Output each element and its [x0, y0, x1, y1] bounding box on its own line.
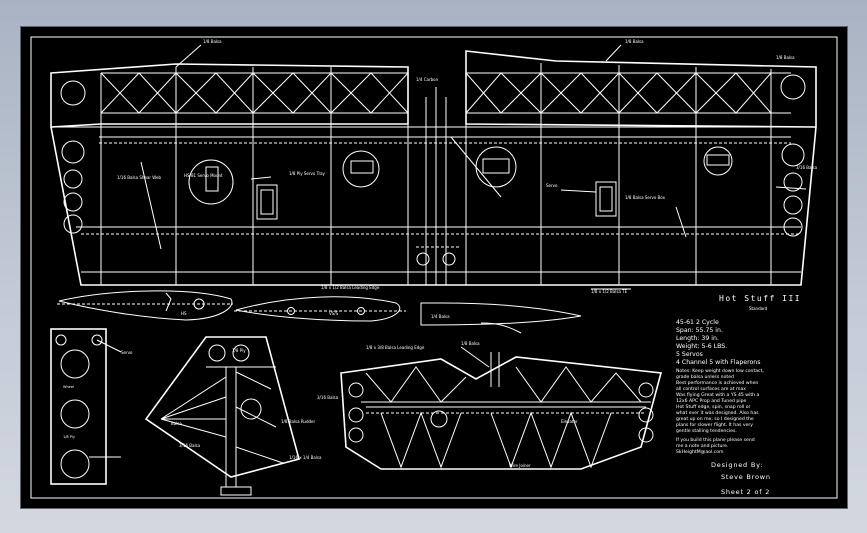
title-block: Hot Stuff III Standard 45-61 2 Cycle Spa…: [676, 294, 801, 496]
callout-servo-bay-right: 1/8 Balsa Servo Box: [625, 195, 666, 200]
callout-tip-right-lower: 3/16 Balsa: [796, 165, 818, 170]
plate-label: Servo: [121, 350, 133, 355]
callout-wing-right-rib: 1/8 Balsa: [625, 39, 644, 44]
designed-by-label: Designed By:: [711, 461, 763, 469]
airfoil-sections: HS VS/S 1/4 Balsa: [57, 290, 582, 334]
note-line: all control surfaces are at max: [676, 386, 746, 392]
note-line: grade balsa unless noted: [676, 374, 734, 380]
servo-detail-left: [188, 159, 234, 205]
fin-top-label: Balsa: [171, 421, 182, 426]
fin-core-label: 3/16 Balsa: [179, 443, 201, 448]
plan-subtitle: Standard: [749, 306, 768, 311]
callout-servo-left: HS-81 Servo Mount: [184, 173, 223, 178]
callout-tip-right: 1/8 Balsa: [776, 55, 795, 60]
wing-plan-view: [50, 44, 817, 290]
wing-callouts: 1/8 Balsa 1/8 Balsa 1/4 Carbon 1/8 Balsa…: [117, 39, 818, 294]
airfoil-a-label: HS: [181, 311, 187, 316]
sheet-border: [30, 36, 838, 499]
note-line: Notes: Keep weight down low contact,: [676, 368, 764, 374]
sheet-number: Sheet 2 of 2: [721, 488, 770, 496]
airfoil-b-label: VS/S: [329, 311, 339, 316]
plate-b-label: 1/8 Ply: [63, 435, 75, 439]
stabilizer-plan-view: 1/8 x 3/8 Balsa Leading Edge 3/16 Balsa …: [317, 341, 663, 470]
callout-wing-te: 1/8 x 1/2 Balsa TE: [591, 289, 628, 294]
fin-rudder-view: 1/8 Ply Balsa 3/16 Balsa 1/8 Balsa Rudde…: [144, 336, 322, 496]
plate-a-label: Wheel: [63, 385, 74, 389]
stab-tip-label: 3/16 Balsa: [317, 395, 339, 400]
callout-servo-right: Servo: [546, 183, 558, 188]
fin-block-label: 1/8 Ply: [232, 348, 246, 353]
callout-servo-bay-left: 1/8 Ply Servo Tray: [289, 171, 326, 176]
designer-name: Steve Brown: [721, 473, 771, 481]
drawing-canvas[interactable]: 1/8 Balsa 1/8 Balsa 1/4 Carbon 1/8 Balsa…: [21, 27, 847, 508]
note-line: 12x6 APC Prop and Tuned pipe: [676, 398, 747, 404]
note-line: Hot Stuff edge, spin, snap roll or: [676, 404, 751, 410]
spec-line: 4 Channel 5 with Flaperons: [676, 359, 760, 366]
spec-line: 5 Servos: [676, 351, 703, 358]
airfoil-c-label: 1/4 Balsa: [431, 314, 450, 319]
build-note-line: me a note and picture.: [676, 443, 728, 449]
stab-elev-label: Elevator: [561, 419, 578, 424]
build-note-line: SkHeightM@aol.com: [676, 449, 724, 455]
plan-title: Hot Stuff III: [719, 294, 801, 303]
stab-center-label: 1/8 Balsa: [461, 341, 480, 346]
spec-line: Length: 39 in.: [676, 335, 719, 342]
callout-wing-shear: 1/16 Balsa Shear Web: [117, 175, 161, 180]
former-plate: Servo Wheel 1/8 Ply: [50, 328, 133, 485]
build-note-line: If you build this plane please send: [676, 437, 755, 443]
callout-wing-left-rib: 1/8 Balsa: [203, 39, 222, 44]
note-line: Was flying Great with a YS 45 with a: [676, 392, 760, 398]
cad-viewport[interactable]: 1/8 Balsa 1/8 Balsa 1/4 Carbon 1/8 Balsa…: [20, 26, 848, 509]
stab-joiner-label: Wire Joiner: [509, 463, 531, 468]
note-line: gentle stalling tendencies.: [676, 428, 737, 434]
fin-rudder-label: 1/8 Balsa Rudder: [281, 419, 315, 424]
spec-line: 45-61 2 Cycle: [676, 319, 719, 326]
note-line: great up on me, so I designed the: [676, 416, 754, 422]
callout-center-le: 1/8 x 1/2 Balsa Leading Edge: [321, 285, 380, 290]
note-line: Best performance is achieved when: [676, 380, 758, 386]
spec-line: Span: 55.75 in.: [676, 327, 723, 334]
note-line: plans for slower flight. It has very: [676, 422, 753, 428]
callout-center-top: 1/4 Carbon: [416, 77, 439, 82]
stab-le-label: 1/8 x 3/8 Balsa Leading Edge: [366, 345, 425, 350]
fin-hinge-label: 1/16 x 1/4 Balsa: [289, 455, 322, 460]
spec-line: Weight: 5-6 LBS.: [676, 343, 727, 350]
note-line: what ever it was designed. Also has: [676, 410, 759, 416]
